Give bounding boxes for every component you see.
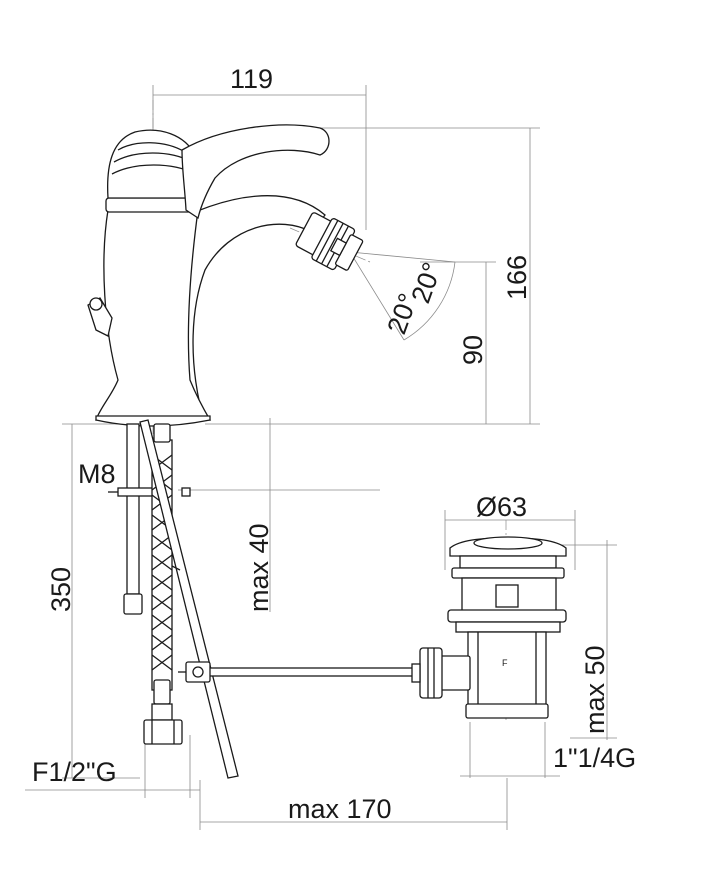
dim-waste-diameter: Ø63 [476, 492, 527, 522]
dim-waste-max: max 50 [580, 645, 610, 734]
svg-text:F: F [502, 658, 508, 668]
dim-rod-max: max 170 [288, 794, 392, 824]
dim-angle-right: 20° [405, 258, 447, 307]
dim-height-total: 166 [502, 255, 532, 300]
dim-deck-max: max 40 [244, 523, 274, 612]
dim-hose-thread: F1/2"G [32, 757, 117, 787]
dim-hose-length: 350 [46, 567, 76, 612]
pull-rod [139, 419, 419, 779]
flexible-hose [108, 423, 191, 745]
dim-width-top: 119 [230, 64, 273, 94]
dim-thread-m8: M8 [78, 459, 116, 489]
pop-up-waste: F [411, 536, 567, 719]
dimension-lines [25, 85, 617, 830]
dim-waste-thread: 1"1/4G [553, 743, 636, 773]
mixer-body [87, 124, 364, 427]
dim-height-spout: 90 [458, 335, 488, 365]
